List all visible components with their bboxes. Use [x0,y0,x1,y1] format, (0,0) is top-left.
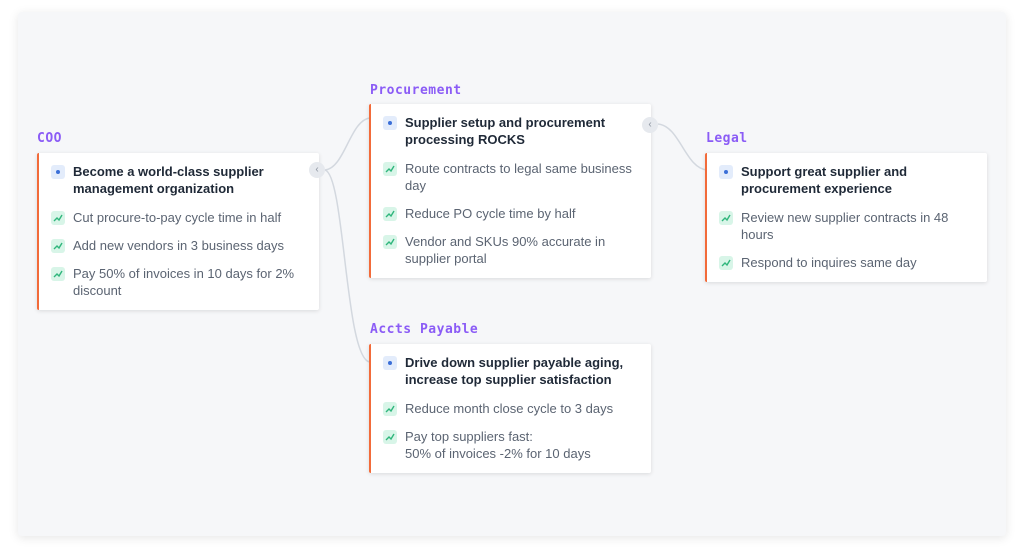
key-result-row: Review new supplier contracts in 48 hour… [719,209,975,243]
objective-title: Become a world-class supplier management… [73,164,264,196]
key-result-text: Review new supplier contracts in 48 hour… [741,210,949,242]
key-result-row: Add new vendors in 3 business days [51,237,307,254]
trend-icon [719,256,733,270]
objective-row: Drive down supplier payable aging, incre… [383,354,639,388]
key-result-text: Reduce PO cycle time by half [405,206,576,221]
key-result-row: Route contracts to legal same business d… [383,160,639,194]
trend-icon [719,211,733,225]
okr-card-procurement[interactable]: Supplier setup and procurement processin… [369,104,651,278]
group-label-procurement: Procurement [370,83,462,98]
key-result-text: Pay 50% of invoices in 10 days for 2% di… [73,266,295,298]
trend-icon [383,402,397,416]
chevron-left-icon[interactable]: ‹ [309,162,325,178]
group-label-coo: COO [37,131,62,146]
key-result-row: Reduce month close cycle to 3 days [383,400,639,417]
trend-icon [51,267,65,281]
okr-card-legal[interactable]: Support great supplier and procurement e… [705,153,987,282]
key-result-text: Reduce month close cycle to 3 days [405,401,614,416]
trend-icon [383,207,397,221]
trend-icon [51,211,65,225]
trend-icon [383,430,397,444]
okr-card-accts-payable[interactable]: Drive down supplier payable aging, incre… [369,344,651,473]
group-label-legal: Legal [706,131,748,146]
trend-icon [51,239,65,253]
objective-icon [51,165,65,179]
key-result-text: Vendor and SKUs 90% accurate in supplier… [405,234,606,266]
chevron-left-icon[interactable]: ‹ [642,117,658,133]
key-result-text: Pay top suppliers fast: 50% of invoices … [405,429,591,461]
key-result-text: Respond to inquires same day [741,255,917,270]
objective-title: Support great supplier and procurement e… [741,164,908,196]
okr-card-coo[interactable]: Become a world-class supplier management… [37,153,319,310]
objective-icon [383,116,397,130]
key-result-row: Vendor and SKUs 90% accurate in supplier… [383,233,639,267]
objective-row: Become a world-class supplier management… [51,163,307,197]
key-result-row: Pay 50% of invoices in 10 days for 2% di… [51,265,307,299]
key-result-text: Route contracts to legal same business d… [405,161,632,193]
key-result-row: Reduce PO cycle time by half [383,205,639,222]
objective-title: Drive down supplier payable aging, incre… [405,355,624,387]
group-label-accts-payable: Accts Payable [370,322,479,337]
objective-icon [383,356,397,370]
objective-row: Supplier setup and procurement processin… [383,114,639,148]
key-result-row: Respond to inquires same day [719,254,975,271]
key-result-text: Add new vendors in 3 business days [73,238,285,253]
key-result-text: Cut procure-to-pay cycle time in half [73,210,282,225]
key-result-row: Pay top suppliers fast: 50% of invoices … [383,428,639,462]
trend-icon [383,235,397,249]
objective-icon [719,165,733,179]
objective-title: Supplier setup and procurement processin… [405,115,606,147]
key-result-row: Cut procure-to-pay cycle time in half [51,209,307,226]
objective-row: Support great supplier and procurement e… [719,163,975,197]
trend-icon [383,162,397,176]
